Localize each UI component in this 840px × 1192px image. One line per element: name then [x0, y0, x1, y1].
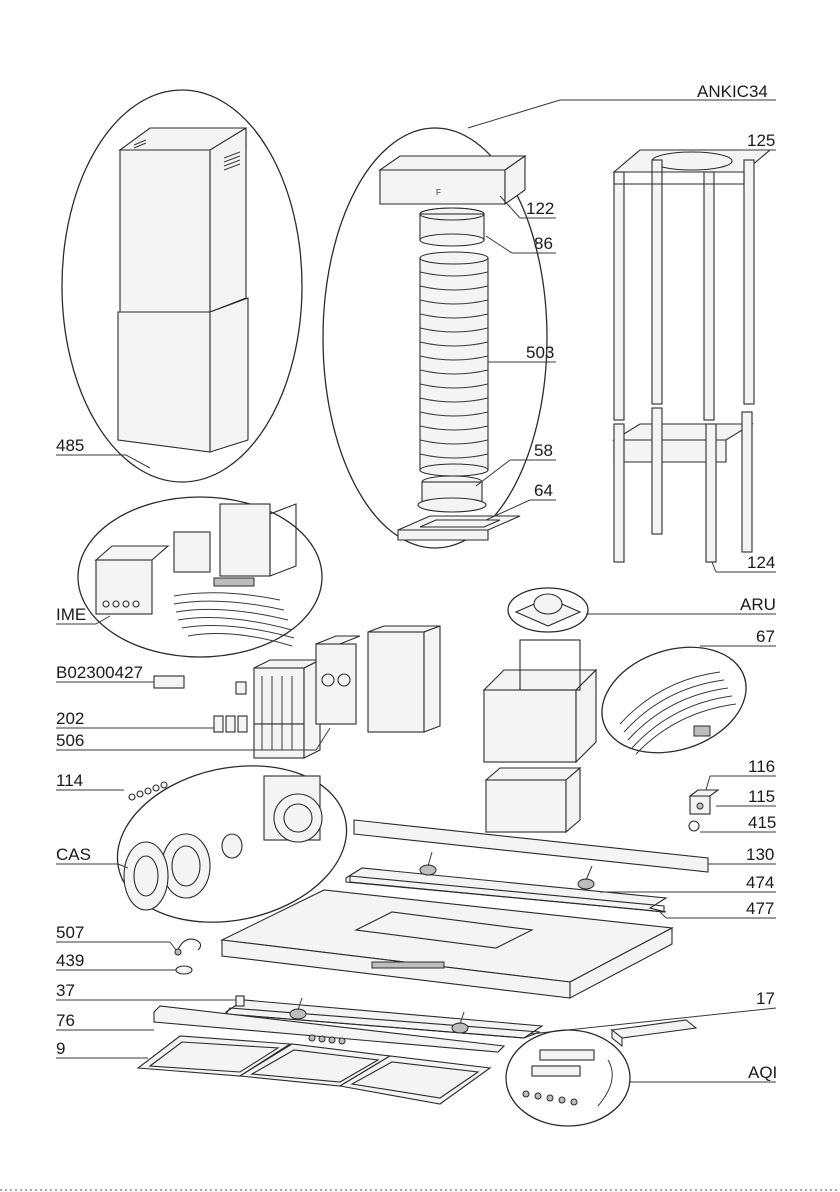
label-507: 507	[56, 923, 84, 942]
part-cas-wheel	[162, 834, 210, 898]
ime-group: IME	[56, 497, 322, 657]
label-aqi: AQI	[748, 1063, 777, 1082]
label-64: 64	[534, 481, 553, 500]
label-ankic34: ANKIC34	[697, 82, 768, 101]
part-507-cable	[178, 939, 201, 950]
label-b02300427: B02300427	[56, 663, 143, 682]
part-cas-grille	[124, 842, 168, 910]
label-125: 125	[747, 131, 775, 150]
part-122-bracket: F	[380, 156, 525, 204]
label-58: 58	[534, 441, 553, 460]
label-aru: ARU	[740, 595, 776, 614]
label-115: 115	[748, 787, 775, 806]
label-415: 415	[748, 813, 776, 832]
oval-aqi	[506, 1030, 630, 1126]
part-125-upper-frame	[614, 150, 770, 420]
ime-wires	[174, 593, 294, 646]
part-439-ring	[176, 966, 192, 974]
label-439: 439	[56, 951, 84, 970]
part-415-ring	[689, 821, 699, 831]
label-477: 477	[746, 899, 774, 918]
label-ime: IME	[56, 605, 86, 624]
aqi-group: AQI	[506, 1020, 777, 1126]
part-filter-grille	[254, 660, 320, 758]
label-37: 37	[56, 981, 75, 1000]
part-back-panel	[368, 626, 440, 732]
left-small-parts-bottom: 507 439 37	[56, 923, 244, 1006]
oval-67	[588, 630, 760, 771]
part-124-lower-frame	[614, 408, 752, 562]
part-503-flex-duct	[420, 252, 488, 476]
part-aru	[508, 588, 588, 632]
part-b02300427	[154, 676, 184, 688]
part-motor-box-lower	[486, 768, 580, 832]
right-small-parts: 116 115 415	[689, 757, 776, 832]
label-114: 114	[56, 771, 83, 790]
part-aqi-bracket	[612, 1020, 696, 1038]
svg-text:F: F	[436, 188, 441, 197]
label-130: 130	[746, 845, 774, 864]
part-aqi-buttons	[523, 1091, 577, 1105]
part-116-box	[690, 790, 718, 814]
part-58-adaptor	[418, 476, 486, 512]
label-67: 67	[756, 627, 775, 646]
label-9: 9	[56, 1039, 65, 1058]
label-202: 202	[56, 709, 84, 728]
part-506-board	[316, 636, 360, 724]
label-116: 116	[748, 757, 775, 776]
label-76: 76	[56, 1011, 75, 1030]
center-parts: 506 ARU	[56, 588, 776, 832]
chimney-group: 485	[56, 90, 302, 482]
label-cas: CAS	[56, 845, 91, 864]
label-17: 17	[756, 989, 775, 1008]
part-64-plate	[398, 516, 520, 540]
label-506: 506	[56, 731, 84, 750]
part-cas-housing	[264, 776, 322, 842]
part-37-clip	[236, 996, 244, 1006]
part-86-ring	[420, 208, 484, 246]
label-86: 86	[534, 234, 553, 253]
part-114-clips	[129, 782, 167, 800]
small-parts-left: B02300427 202 114	[56, 663, 247, 800]
label-503: 503	[526, 343, 554, 362]
label-474: 474	[746, 873, 774, 892]
part-202-terminals	[214, 716, 247, 732]
label-124: 124	[747, 553, 775, 572]
cable-set-group: 67	[588, 627, 776, 770]
label-485: 485	[56, 436, 84, 455]
frame-group: 125 124	[614, 131, 776, 572]
part-motor-box-upper	[484, 640, 596, 762]
label-122: 122	[526, 199, 554, 218]
part-chimney	[118, 128, 248, 452]
